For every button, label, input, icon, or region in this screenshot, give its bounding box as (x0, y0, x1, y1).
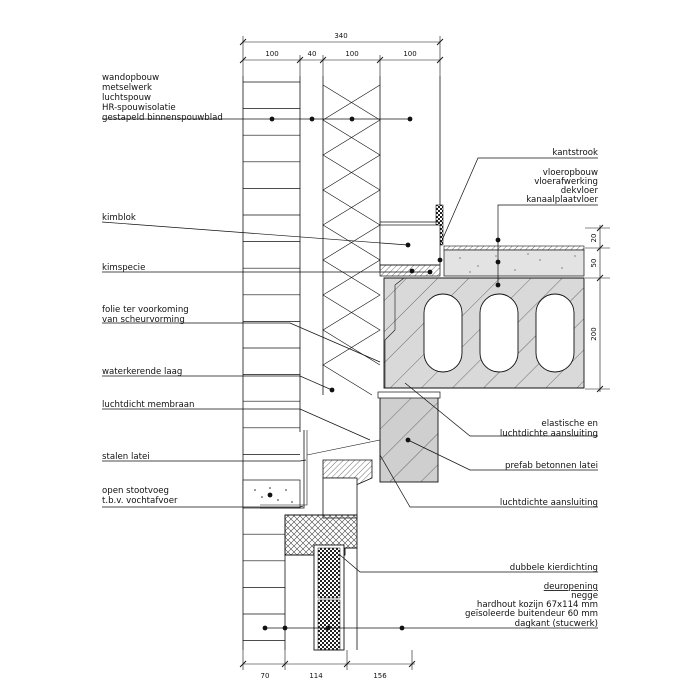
label-wandopbouw: wandopbouw (102, 73, 159, 83)
floor-buildup (383, 245, 585, 389)
label-waterkerende-laag: waterkerende laag (102, 367, 182, 377)
leader-dots (262, 116, 501, 631)
label-stalen-latei: stalen latei (102, 452, 150, 462)
label-negge: negge (571, 591, 598, 601)
label-vloeropbouw: vloeropbouw (543, 168, 598, 178)
stootvoeg-dots (254, 487, 293, 503)
label-kantstrook: kantstrook (552, 148, 598, 158)
label-prefab-latei: prefab betonnen latei (505, 461, 598, 471)
right-labels: kantstrook vloeropbouw vloerafwerking de… (465, 148, 598, 629)
label-hr-spouwisolatie: HR-spouwisolatie (102, 103, 176, 113)
inner-leaf (379, 76, 444, 277)
leader-lines (101, 118, 598, 629)
label-kierdichting: dubbele kierdichting (510, 563, 598, 573)
top-dimension: 340 100 40 100 100 (239, 32, 444, 76)
dim-bottom-2: 114 (309, 672, 323, 680)
label-luchtspouw: luchtspouw (102, 93, 151, 103)
prefab-latei (377, 391, 441, 483)
dim-seg-2: 40 (308, 50, 317, 58)
label-folie-2: van scheurvorming (102, 315, 185, 325)
dim-seg-1: 100 (265, 50, 278, 58)
bottom-dimension: 70 114 156 (239, 650, 416, 680)
label-metselwerk: metselwerk (102, 83, 152, 93)
dim-bottom-1: 70 (261, 672, 270, 680)
label-elastische-2: luchtdichte aansluiting (500, 429, 598, 439)
label-dagkant: dagkant (stucwerk) (515, 619, 598, 629)
dim-right-3: 200 (590, 327, 598, 340)
label-dekvloer: dekvloer (561, 186, 599, 196)
label-buitendeur: geïsoleerde buitendeur 60 mm (465, 609, 598, 619)
label-kimblok: kimblok (102, 213, 136, 223)
dim-seg-3: 100 (345, 50, 358, 58)
label-kimspecie: kimspecie (102, 263, 145, 273)
door-frame (284, 459, 373, 651)
label-folie-1: folie ter voorkoming (102, 305, 189, 315)
label-kanaalplaatvloer: kanaalplaatvloer (526, 195, 598, 205)
brick-outer-leaf (242, 76, 301, 650)
label-binnenspouwblad: gestapeld binnenspouwblad (102, 113, 223, 123)
brick-courses (243, 81, 300, 641)
dim-right-1: 20 (590, 234, 598, 243)
label-elastische-1: elastische en (541, 419, 598, 429)
dim-total: 340 (334, 32, 347, 40)
dim-bottom-3: 156 (373, 672, 387, 680)
open-stootvoeg (242, 479, 301, 509)
left-labels: wandopbouw metselwerk luchtspouw HR-spou… (102, 73, 223, 506)
right-dimension: 20 50 200 (585, 224, 610, 393)
label-vloerafwerking: vloerafwerking (534, 177, 598, 187)
label-luchtdichte-aansluiting: luchtdichte aansluiting (500, 498, 598, 508)
label-deuropening: deuropening (544, 582, 598, 592)
hr-insulation (322, 76, 381, 396)
label-stootvoeg-1: open stootvoeg (102, 486, 169, 496)
steel-latei (260, 430, 381, 509)
label-luchtdicht-membraan: luchtdicht membraan (102, 400, 195, 410)
label-hardhout-kozijn: hardhout kozijn 67x114 mm (477, 600, 598, 610)
dim-seg-4: 100 (403, 50, 416, 58)
slab-hollow-cores (423, 293, 575, 373)
dekvloer (443, 249, 585, 277)
floor-finish (443, 245, 585, 251)
dim-right-2: 50 (590, 259, 598, 268)
label-stootvoeg-2: t.b.v. vochtafvoer (102, 496, 178, 506)
